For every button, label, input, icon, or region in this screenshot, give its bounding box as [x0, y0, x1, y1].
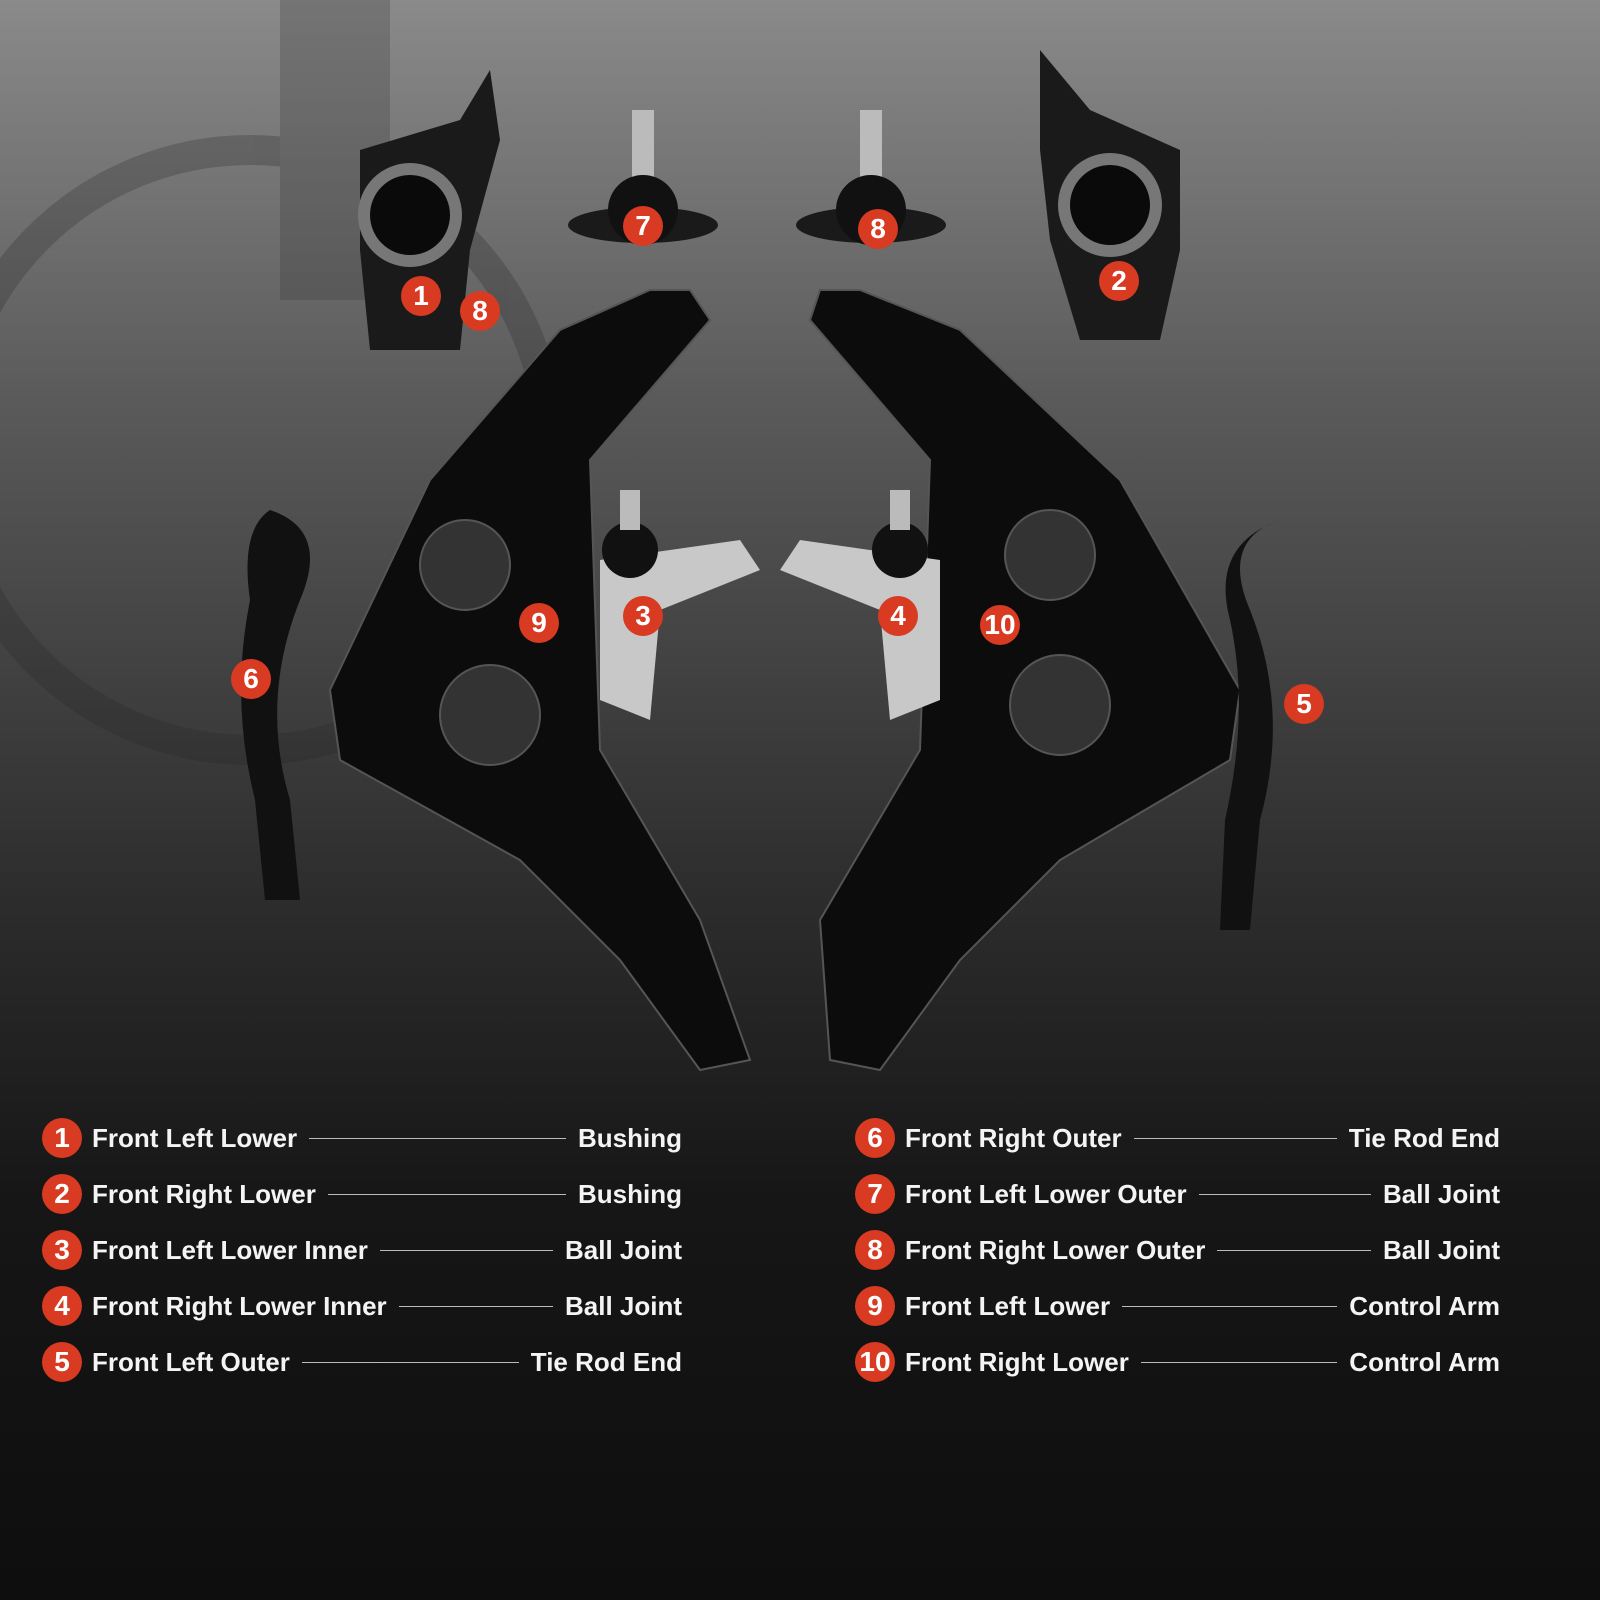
image-badge-1: 1	[401, 276, 441, 316]
legend-item: 2 Front Right Lower Bushing	[42, 1174, 682, 1214]
image-badge-2: 2	[1099, 261, 1139, 301]
bushing-left	[358, 70, 500, 350]
image-badge-4: 4	[878, 596, 918, 636]
ball-joint-3	[600, 490, 760, 720]
leader-line	[1198, 1193, 1371, 1195]
number-badge: 2	[42, 1174, 82, 1214]
leader-line	[398, 1305, 553, 1307]
part-type: Bushing	[578, 1178, 682, 1209]
part-position: Front Right Lower	[905, 1346, 1129, 1377]
control-arm-right	[808, 289, 1242, 1072]
number-badge: 3	[42, 1230, 82, 1270]
tie-rod-end-6	[241, 510, 310, 900]
legend-item: 3 Front Left Lower Inner Ball Joint	[42, 1230, 682, 1270]
part-type: Ball Joint	[564, 1234, 682, 1265]
control-arm-left	[328, 289, 752, 1072]
leader-line	[1133, 1137, 1337, 1139]
legend-item: 1 Front Left Lower Bushing	[42, 1118, 682, 1158]
image-badge-6: 6	[231, 659, 271, 699]
part-type: Ball Joint	[1382, 1234, 1500, 1265]
leader-line	[1217, 1249, 1371, 1251]
legend-item: 10 Front Right Lower Control Arm	[855, 1342, 1500, 1382]
image-badge-8b: 8	[858, 209, 898, 249]
tie-rod-end-5	[1220, 520, 1280, 930]
part-type: Control Arm	[1349, 1346, 1500, 1377]
part-position: Front Right Lower Outer	[905, 1234, 1206, 1265]
leader-line	[327, 1193, 566, 1195]
image-badge-9: 9	[519, 603, 559, 643]
part-position: Front Left Lower Inner	[92, 1234, 368, 1265]
leader-line	[309, 1137, 566, 1139]
part-type: Control Arm	[1349, 1290, 1500, 1321]
leader-line	[301, 1361, 519, 1363]
leader-line	[379, 1249, 553, 1251]
number-badge: 6	[855, 1118, 895, 1158]
part-position: Front Right Lower	[92, 1178, 316, 1209]
image-badge-7: 7	[623, 206, 663, 246]
image-badge-10: 10	[980, 605, 1020, 645]
leader-line	[1122, 1305, 1338, 1307]
part-position: Front Left Lower	[92, 1122, 298, 1153]
legend-item: 5 Front Left Outer Tie Rod End	[42, 1342, 682, 1382]
part-type: Tie Rod End	[530, 1346, 682, 1377]
image-badge-5: 5	[1284, 684, 1324, 724]
legend-item: 6 Front Right Outer Tie Rod End	[855, 1118, 1500, 1158]
part-position: Front Right Lower Inner	[92, 1290, 387, 1321]
number-badge: 5	[42, 1342, 82, 1382]
number-badge: 10	[855, 1342, 895, 1382]
legend-item: 9 Front Left Lower Control Arm	[855, 1286, 1500, 1326]
part-position: Front Left Outer	[92, 1346, 290, 1377]
legend-item: 4 Front Right Lower Inner Ball Joint	[42, 1286, 682, 1326]
number-badge: 1	[42, 1118, 82, 1158]
image-badge-8: 8	[460, 291, 500, 331]
leader-line	[1140, 1361, 1338, 1363]
number-badge: 8	[855, 1230, 895, 1270]
number-badge: 4	[42, 1286, 82, 1326]
part-position: Front Right Outer	[905, 1122, 1122, 1153]
part-position: Front Left Lower	[905, 1290, 1111, 1321]
legend-item: 7 Front Left Lower Outer Ball Joint	[855, 1174, 1500, 1214]
part-type: Tie Rod End	[1348, 1122, 1500, 1153]
part-position: Front Left Lower Outer	[905, 1178, 1187, 1209]
image-badge-3: 3	[623, 596, 663, 636]
ball-joint-4	[780, 490, 940, 720]
part-type: Ball Joint	[564, 1290, 682, 1321]
product-illustration	[0, 0, 1280, 1072]
legend-item: 8 Front Right Lower Outer Ball Joint	[855, 1230, 1500, 1270]
bushing-right	[1040, 50, 1180, 340]
number-badge: 7	[855, 1174, 895, 1214]
part-type: Bushing	[578, 1122, 682, 1153]
number-badge: 9	[855, 1286, 895, 1326]
part-type: Ball Joint	[1382, 1178, 1500, 1209]
